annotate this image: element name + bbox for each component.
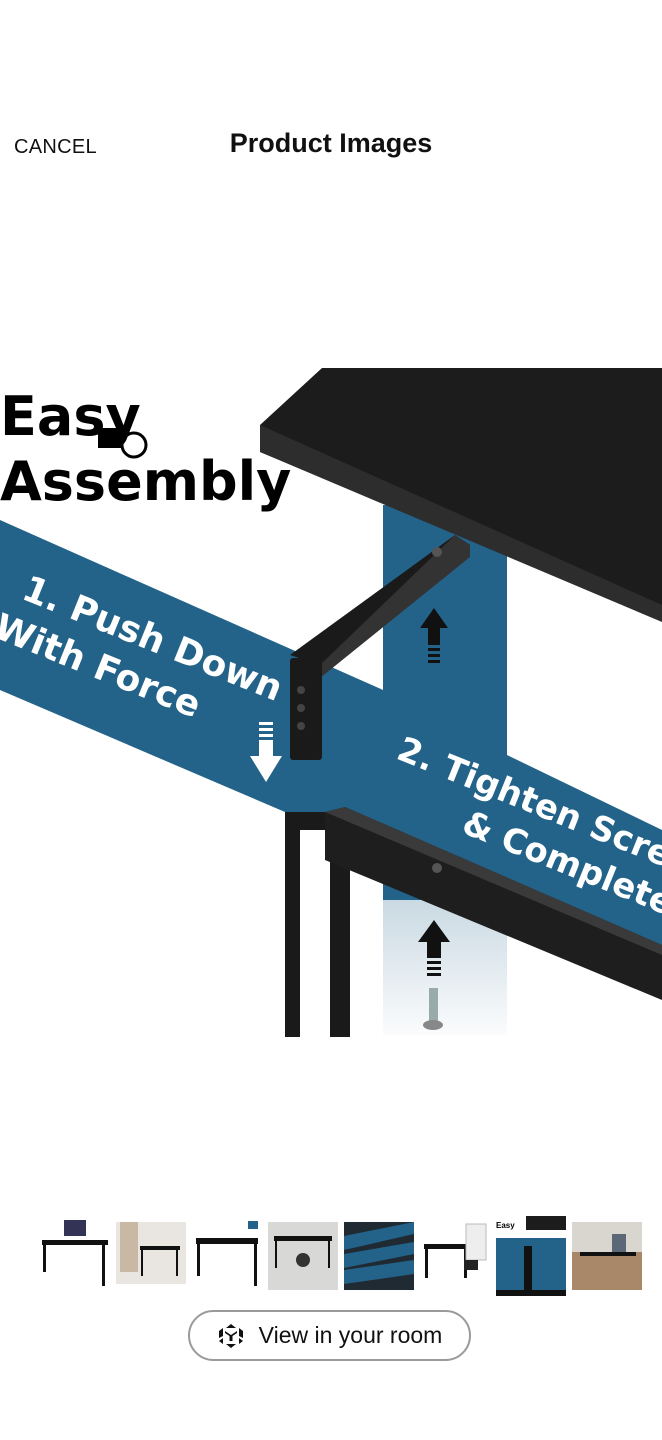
thumbnail-8[interactable] xyxy=(572,1216,642,1290)
thumbnail-4[interactable] xyxy=(268,1216,338,1290)
arrow-up-icon xyxy=(420,608,448,663)
desk-rail xyxy=(325,807,662,1000)
heading-assembly: Assembly xyxy=(0,450,291,513)
thumbnail-2[interactable] xyxy=(116,1216,186,1290)
screw-icon xyxy=(423,988,443,1030)
thumbnail-7-selected[interactable]: Easy xyxy=(496,1216,566,1296)
page-title: Product Images xyxy=(229,128,433,158)
thumbnail-3[interactable] xyxy=(192,1216,262,1290)
blue-band-step1 xyxy=(0,520,383,815)
bracket xyxy=(290,658,322,760)
view-in-room-label: View in your room xyxy=(258,1322,443,1348)
arrow-up-icon xyxy=(418,920,450,976)
easy-assembly-illustration: Easy Assembly 1. Push Down With Force 2.… xyxy=(0,368,662,1040)
thumbnail-5[interactable] xyxy=(344,1216,414,1290)
thumbnail-1[interactable] xyxy=(40,1216,110,1290)
svg-text:Easy: Easy xyxy=(496,1221,515,1230)
ar-cube-icon xyxy=(218,1323,243,1348)
thumbnail-strip: Easy xyxy=(40,1216,642,1296)
thumbnail-6[interactable] xyxy=(420,1216,490,1290)
view-in-room-button[interactable]: View in your room xyxy=(188,1310,471,1361)
product-image-main[interactable]: Easy Assembly 1. Push Down With Force 2.… xyxy=(0,360,662,1040)
desk-top xyxy=(260,368,662,615)
cancel-button[interactable]: CANCEL xyxy=(14,136,97,158)
wrench-clock-icon xyxy=(98,428,148,459)
blue-band-step2 xyxy=(330,690,662,950)
arrow-down-icon xyxy=(250,722,282,782)
